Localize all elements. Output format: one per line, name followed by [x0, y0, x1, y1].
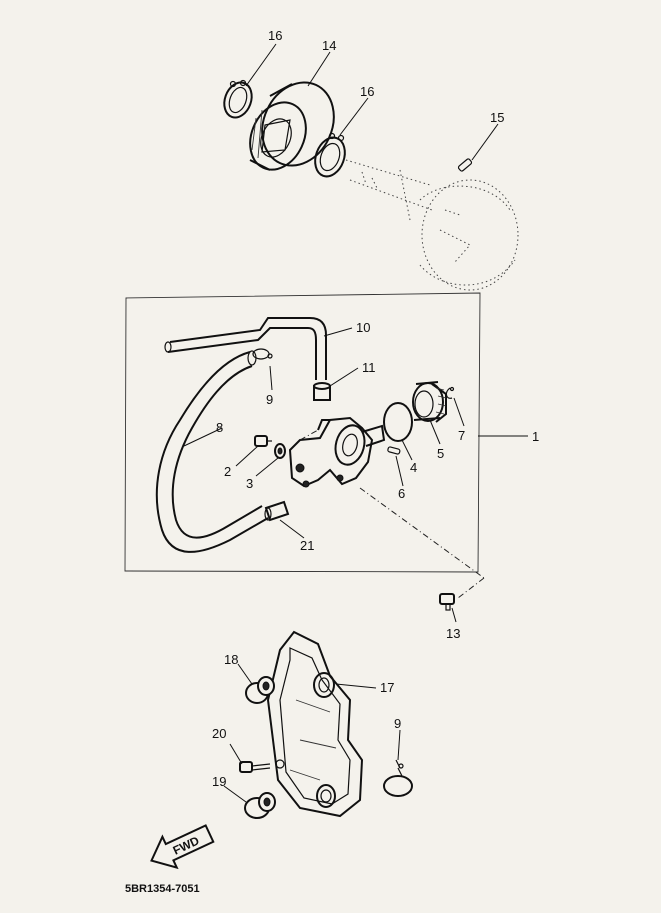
hose-clamp-9-upper [252, 348, 273, 360]
bolt-2 [254, 435, 272, 447]
callout-5: 5 [437, 446, 444, 461]
callout-17: 17 [380, 680, 394, 695]
cover-17 [266, 630, 364, 818]
callout-14: 14 [322, 38, 336, 53]
leader-lines [183, 43, 499, 803]
callout-15: 15 [490, 110, 504, 125]
water-pump-parts [155, 317, 485, 599]
center-line-1 [359, 487, 485, 579]
callout-19: 19 [212, 774, 226, 789]
callout-18: 18 [224, 652, 238, 667]
center-line-2 [457, 577, 485, 599]
callout-21: 21 [300, 538, 314, 553]
washer-3 [274, 443, 286, 459]
pump-assembly-frame [124, 292, 528, 573]
callout-2: 2 [224, 464, 231, 479]
circlip-16-left [223, 79, 253, 119]
pulley-14 [249, 81, 335, 171]
o-ring-4 [383, 402, 413, 442]
callout-labels: 16 14 16 15 10 9 11 1 7 8 2 3 4 5 6 21 1… [212, 28, 539, 789]
pin-15 [457, 158, 473, 172]
callout-8: 8 [216, 420, 223, 435]
forward-direction-arrow: FWD [150, 824, 215, 870]
callout-6: 6 [398, 486, 405, 501]
callout-7: 7 [458, 428, 465, 443]
bolt-20 [239, 761, 271, 773]
circlip-16-right [314, 132, 346, 178]
crankshaft-outline [345, 159, 519, 291]
bolt-13 [439, 593, 455, 611]
fitting-11 [313, 382, 331, 401]
center-line-3 [299, 429, 319, 441]
pump-housing [288, 416, 386, 488]
top-assembly [223, 79, 519, 291]
impeller-5 [412, 381, 447, 423]
callout-11: 11 [362, 360, 376, 375]
callout-9-upper: 9 [266, 392, 273, 407]
pin-6 [387, 446, 401, 455]
grommet-19 [244, 792, 276, 819]
callout-10: 10 [356, 320, 370, 335]
collar-21 [264, 500, 290, 522]
hose-clamp-9-lower [383, 759, 413, 797]
callout-4: 4 [410, 460, 417, 475]
callout-3: 3 [246, 476, 253, 491]
callout-9-lower: 9 [394, 716, 401, 731]
callout-1: 1 [532, 429, 539, 444]
circlip-7 [445, 386, 455, 399]
cover-assembly [239, 630, 413, 819]
grommet-18 [245, 676, 275, 704]
callout-20: 20 [212, 726, 226, 741]
pipe-10 [164, 317, 327, 380]
callout-16-top: 16 [268, 28, 282, 43]
diagram-code: 5BR1354-7051 [125, 883, 200, 895]
callout-16-right: 16 [360, 84, 374, 99]
callout-13: 13 [446, 626, 460, 641]
